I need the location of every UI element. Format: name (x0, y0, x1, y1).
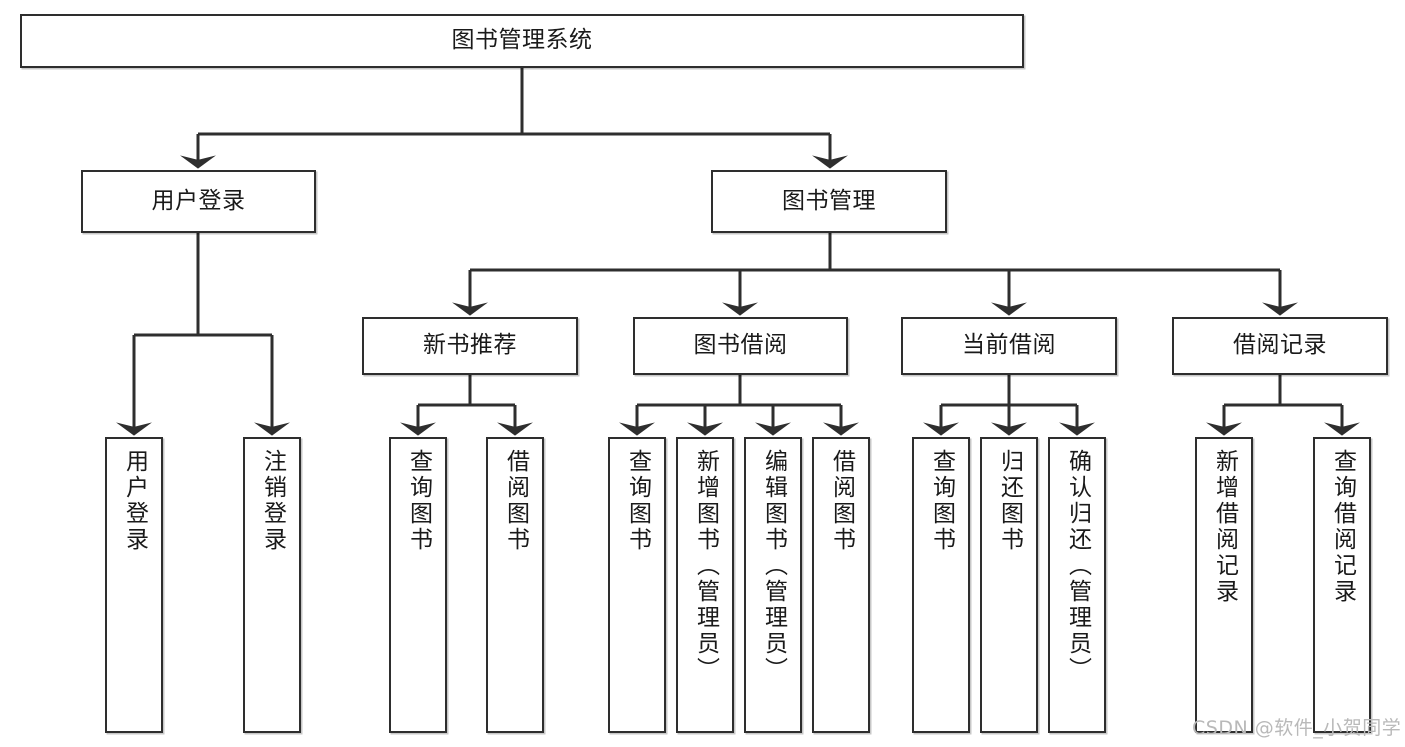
node-leaf-query-record-label: 查询借阅记录 (1329, 449, 1356, 605)
node-book-borrow-label: 图书借阅 (693, 332, 788, 359)
node-leaf-query-book-2-label: 查询图书 (624, 449, 651, 553)
node-leaf-add-record[interactable]: 新增借阅记录 (1195, 437, 1253, 733)
node-leaf-edit-book[interactable]: 编辑图书（管理员） (744, 437, 802, 733)
node-leaf-user-logout-label: 注销登录 (259, 449, 286, 553)
node-user-login[interactable]: 用户登录 (81, 170, 316, 233)
node-leaf-user-logout[interactable]: 注销登录 (243, 437, 301, 733)
node-borrow-record-label: 借阅记录 (1233, 332, 1327, 359)
node-borrow-record[interactable]: 借阅记录 (1172, 317, 1388, 375)
node-leaf-borrow-book-2-label: 借阅图书 (828, 449, 855, 553)
node-root-label: 图书管理系统 (451, 27, 593, 54)
node-leaf-query-book-2[interactable]: 查询图书 (608, 437, 666, 733)
node-book-manage-label: 图书管理 (782, 187, 876, 214)
node-leaf-edit-book-label: 编辑图书（管理员） (760, 449, 787, 683)
node-leaf-add-record-label: 新增借阅记录 (1211, 449, 1238, 605)
csdn-watermark: CSDN @软件_小贺同学 (1192, 717, 1402, 739)
node-leaf-borrow-book-2[interactable]: 借阅图书 (812, 437, 870, 733)
node-leaf-borrow-book-1[interactable]: 借阅图书 (486, 437, 544, 733)
node-current-borrow[interactable]: 当前借阅 (901, 317, 1117, 375)
node-leaf-user-login[interactable]: 用户登录 (105, 437, 163, 733)
node-leaf-add-book[interactable]: 新增图书（管理员） (676, 437, 734, 733)
node-leaf-query-book-3[interactable]: 查询图书 (912, 437, 970, 733)
node-leaf-query-book-3-label: 查询图书 (928, 449, 955, 553)
node-root[interactable]: 图书管理系统 (20, 14, 1024, 68)
node-leaf-query-book-1[interactable]: 查询图书 (389, 437, 447, 733)
node-current-borrow-label: 当前借阅 (962, 332, 1056, 359)
node-leaf-confirm-return-label: 确认归还（管理员） (1064, 449, 1091, 683)
node-book-borrow[interactable]: 图书借阅 (633, 317, 848, 375)
node-leaf-borrow-book-1-label: 借阅图书 (502, 449, 529, 553)
node-leaf-query-record[interactable]: 查询借阅记录 (1313, 437, 1371, 733)
node-leaf-return-book[interactable]: 归还图书 (980, 437, 1038, 733)
node-new-book-recommend[interactable]: 新书推荐 (362, 317, 578, 375)
node-user-login-label: 用户登录 (151, 187, 246, 214)
node-leaf-return-book-label: 归还图书 (996, 449, 1023, 553)
node-leaf-query-book-1-label: 查询图书 (405, 449, 432, 553)
node-leaf-user-login-label: 用户登录 (121, 449, 148, 553)
node-new-book-recommend-label: 新书推荐 (423, 332, 517, 359)
node-leaf-confirm-return[interactable]: 确认归还（管理员） (1048, 437, 1106, 733)
node-book-manage[interactable]: 图书管理 (711, 170, 947, 233)
node-leaf-add-book-label: 新增图书（管理员） (692, 449, 719, 683)
